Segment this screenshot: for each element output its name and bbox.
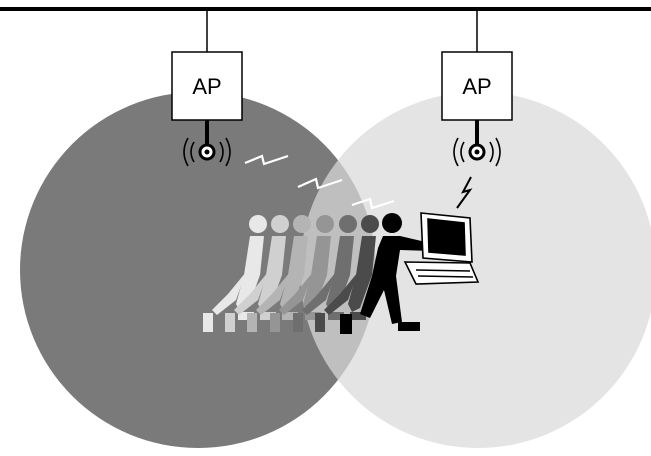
laptop-screen bbox=[428, 219, 465, 255]
ap2-label: AP bbox=[462, 74, 491, 99]
ap1-label: AP bbox=[192, 74, 221, 99]
laptop-base bbox=[405, 262, 478, 284]
